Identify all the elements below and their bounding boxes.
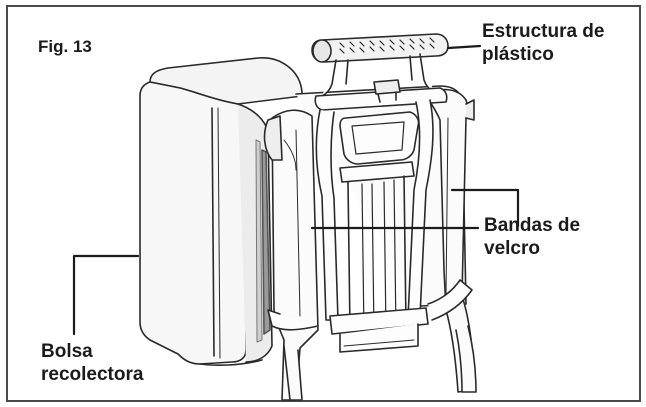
callout-lines xyxy=(72,44,520,336)
collection-bag xyxy=(139,57,303,366)
figure-number: Fig. 13 xyxy=(38,37,92,56)
label-velcro-straps-line-2: velcro xyxy=(484,238,540,259)
label-plastic-frame-line-2: plástico xyxy=(482,44,554,65)
label-collection-bag: Bolsa recolectora xyxy=(41,340,143,386)
label-plastic-frame: Estructura de plástico xyxy=(482,20,604,66)
label-velcro-straps: Bandas de velcro xyxy=(484,214,580,260)
label-velcro-straps-line-1: Bandas de xyxy=(484,215,581,236)
label-collection-bag-line-2: recolectora xyxy=(41,364,144,385)
plastic-frame xyxy=(267,33,473,353)
label-collection-bag-line-1: Bolsa xyxy=(41,341,93,362)
velcro-strap-right xyxy=(425,88,475,393)
label-plastic-frame-line-1: Estructura de xyxy=(482,21,605,42)
